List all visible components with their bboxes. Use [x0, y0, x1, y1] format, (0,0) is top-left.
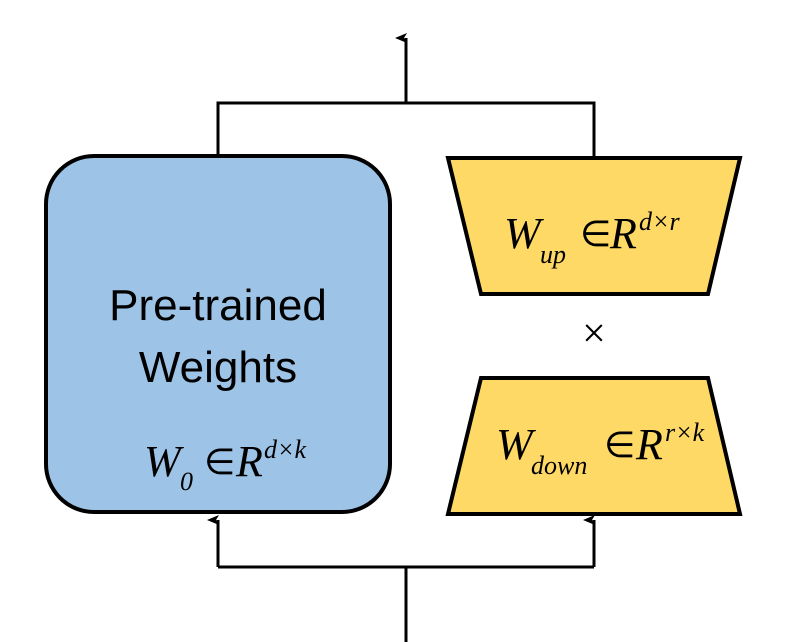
w-down-block [445, 376, 743, 516]
w-up-formula-subscript: up [540, 240, 566, 269]
pretrained-title-line1: Pre-trained [109, 281, 327, 330]
pretrained-formula-relation: ∈ [204, 442, 235, 482]
multiply-symbol: × [582, 311, 606, 357]
w-up-block [445, 156, 743, 296]
output-merge-line [216, 101, 596, 158]
pretrained-title-line2: Weights [139, 343, 297, 392]
pretrained-formula-superscript: d×k [264, 435, 307, 464]
w-down-formula-relation: ∈ [604, 425, 635, 465]
pretrained-formula: W 0 ∈ R d×k [144, 435, 307, 496]
w-up-formula-symbol: W [504, 209, 544, 258]
w-down-formula-symbol: W [496, 420, 536, 469]
w-down-formula-superscript: r×k [665, 418, 705, 447]
w-up-formula: W up ∈ R d×r [504, 207, 681, 269]
w-down-formula-subscript: down [531, 451, 587, 480]
w-down-formula: W down ∈ R r×k [496, 418, 705, 480]
w-up-formula-relation: ∈ [580, 214, 611, 254]
pretrained-formula-symbol: W [144, 437, 184, 486]
pretrained-formula-space: R [235, 437, 263, 486]
pretrained-weights-block [44, 154, 392, 514]
pretrained-formula-subscript: 0 [180, 467, 193, 496]
w-up-formula-superscript: d×r [639, 207, 681, 236]
w-up-formula-space: R [609, 209, 637, 258]
w-down-formula-space: R [635, 420, 663, 469]
